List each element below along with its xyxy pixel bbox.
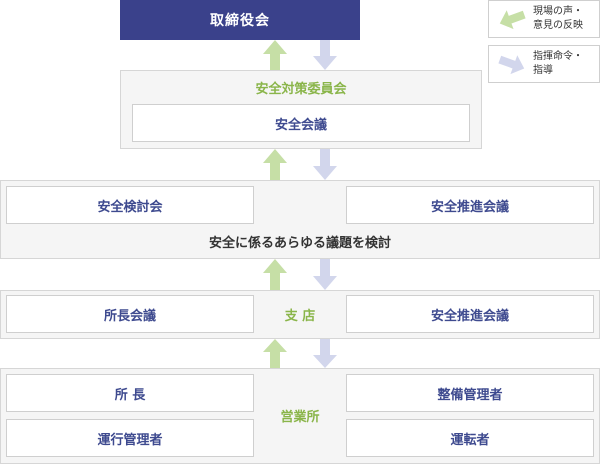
office-manager-box: 所 長: [6, 374, 254, 412]
board-label: 取締役会: [210, 13, 270, 29]
safety-promotion-meeting-label: 安全推進会議: [430, 199, 509, 215]
safety-review-meeting-box: 安全検討会: [6, 186, 254, 224]
legend-feedback: 現場の声・ 意見の反映: [488, 0, 600, 38]
directive-arrow-down-icon: [313, 259, 337, 290]
sales-office-title: 営業所: [280, 410, 320, 425]
safety-promotion-meeting-box: 安全推進会議: [346, 186, 594, 224]
directive-arrow-down-icon: [313, 339, 337, 368]
safety-review-caption: 安全に係るあらゆる議題を検討: [208, 235, 391, 251]
feedback-arrow-up-icon: [263, 40, 287, 70]
safety-committee-title: 安全対策委員会: [255, 81, 347, 97]
branch-safety-promotion-label: 安全推進会議: [430, 308, 509, 324]
branch-managers-meeting-box: 所長会議: [6, 295, 254, 333]
legend-feedback-line1: 現場の声・: [533, 6, 583, 17]
feedback-arrow-up-icon: [263, 339, 287, 368]
board-of-directors: 取締役会: [120, 0, 360, 40]
feedback-arrow-up-icon: [263, 259, 287, 290]
maintenance-manager-label: 整備管理者: [437, 387, 503, 403]
drivers-box: 運転者: [346, 419, 594, 457]
arrow-up-left-icon: [499, 10, 526, 30]
arrow-down-right-icon: [498, 55, 525, 75]
directive-arrow-down-icon: [313, 40, 337, 70]
drivers-label: 運転者: [450, 432, 490, 448]
branch-safety-promotion-box: 安全推進会議: [346, 295, 594, 333]
legend-directive-text: 指揮命令・ 指導: [533, 50, 583, 78]
safety-meeting-box: 安全会議: [132, 104, 470, 142]
branch-title: 支 店: [284, 308, 316, 324]
office-manager-label: 所 長: [114, 387, 146, 403]
maintenance-manager-box: 整備管理者: [346, 374, 594, 412]
legend-feedback-line2: 意見の反映: [533, 20, 583, 31]
feedback-arrow-up-icon: [263, 149, 287, 180]
directive-arrow-down-icon: [313, 149, 337, 180]
safety-review-meeting-label: 安全検討会: [97, 199, 163, 215]
legend-directive: 指揮命令・ 指導: [488, 45, 600, 83]
operations-manager-label: 運行管理者: [97, 432, 163, 448]
branch-managers-meeting-label: 所長会議: [103, 308, 156, 324]
safety-meeting-label: 安全会議: [274, 117, 327, 133]
legend-directive-line1: 指揮命令・: [533, 51, 583, 62]
legend-directive-line2: 指導: [533, 65, 553, 76]
legend-feedback-text: 現場の声・ 意見の反映: [533, 5, 583, 33]
operations-manager-box: 運行管理者: [6, 419, 254, 457]
